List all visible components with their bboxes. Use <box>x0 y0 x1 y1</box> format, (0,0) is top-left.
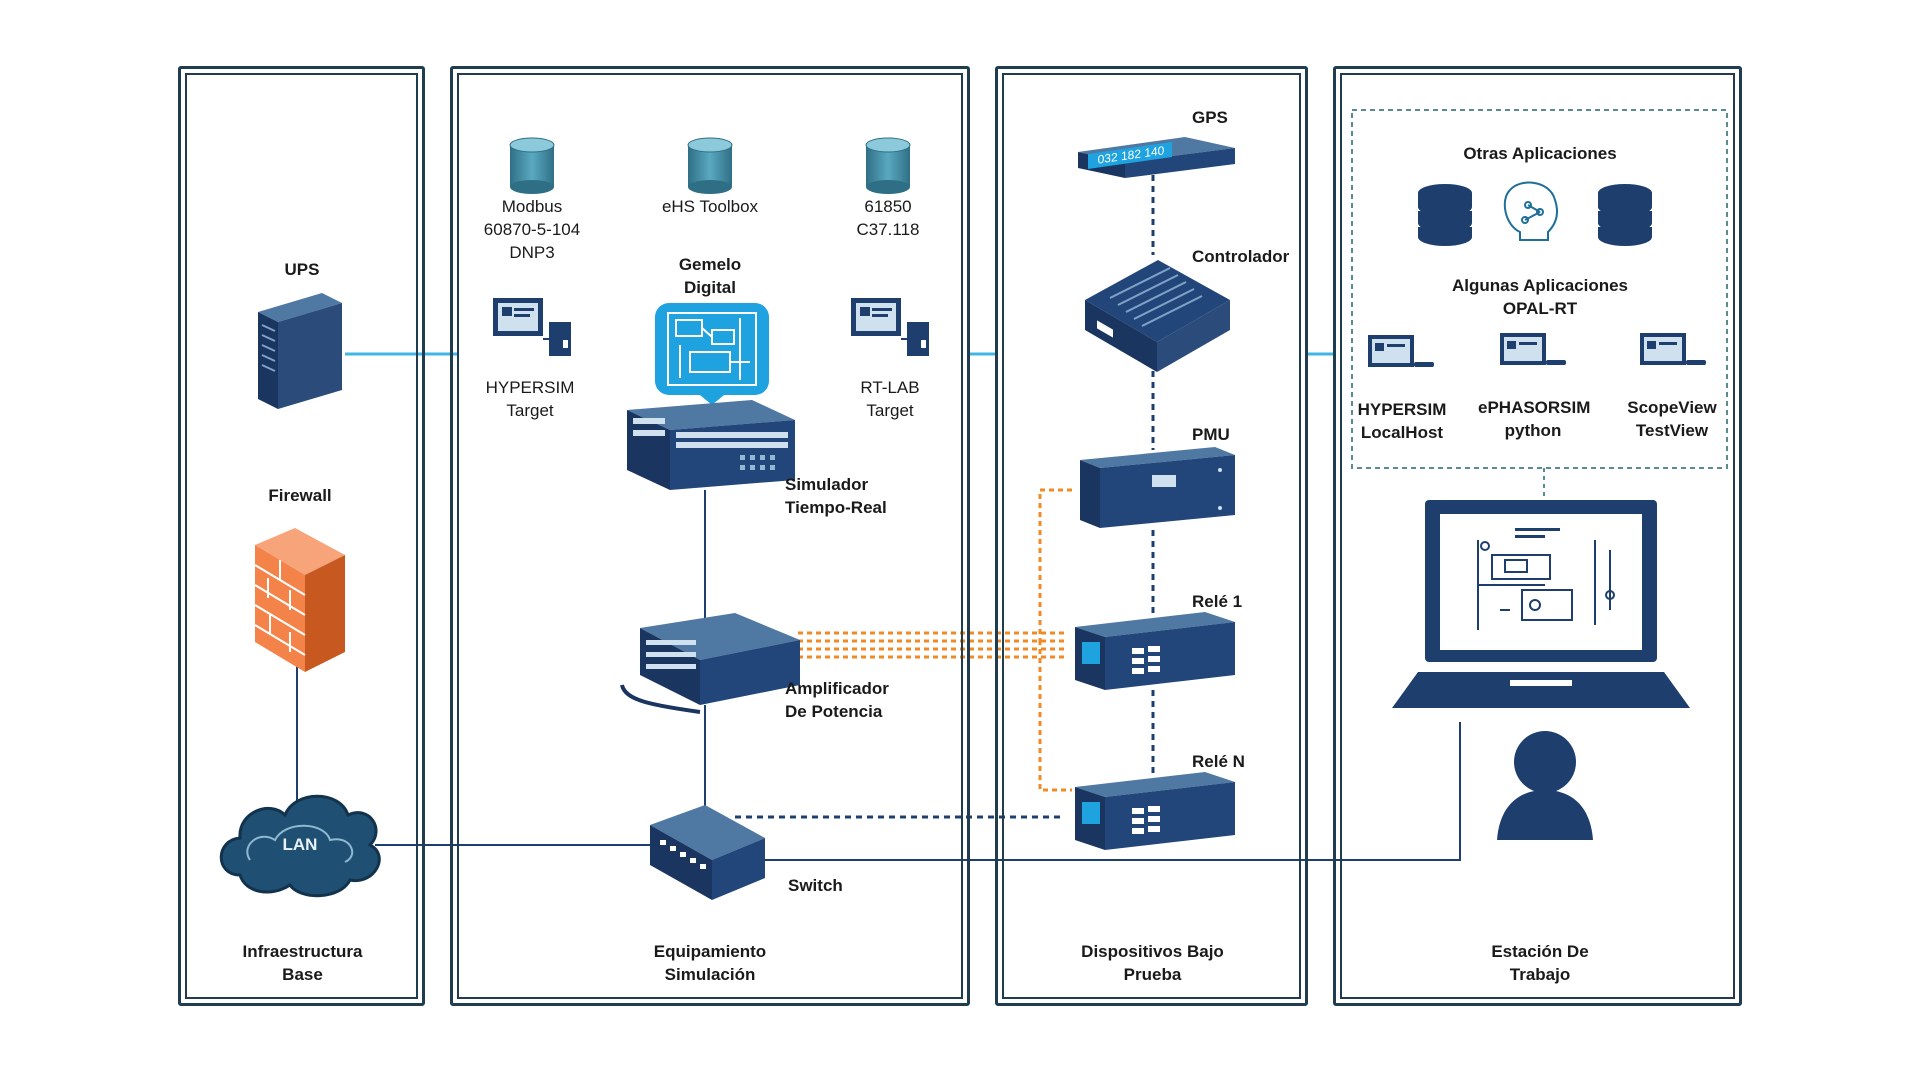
label-pmu: PMU <box>1192 425 1230 444</box>
pmu-icon <box>1080 447 1235 528</box>
label-amplificador: Amplificador De Potencia <box>785 679 889 721</box>
label-lan: LAN <box>282 835 318 854</box>
panel-caption-dut: Dispositivos Bajo Prueba <box>1081 942 1224 984</box>
power-amplifier-icon <box>620 613 800 714</box>
label-app-hypersim: HYPERSIM LocalHost <box>1357 400 1447 442</box>
panel-infraestructura <box>178 66 425 1006</box>
database-stack-icon-1 <box>1418 184 1472 246</box>
panel-estacion <box>1333 66 1742 1006</box>
dashed-links <box>735 175 1155 819</box>
label-gps: GPS <box>1192 108 1228 127</box>
panel-dispositivos <box>995 66 1308 1006</box>
label-rele-n: Relé N <box>1192 752 1245 771</box>
database-icon-3 <box>865 137 911 194</box>
app-icon-scopeview <box>1640 333 1706 365</box>
app-icon-hypersim <box>1368 335 1434 367</box>
label-db-protocols: Modbus 60870-5-104 DNP3 <box>483 197 581 262</box>
database-stack-icon-2 <box>1598 184 1652 246</box>
panel-caption-sim: Equipamiento Simulación <box>653 942 767 984</box>
label-db-standards: 61850 C37.118 <box>856 197 920 239</box>
ups-icon <box>258 293 342 409</box>
switch-icon <box>650 805 765 900</box>
label-hypersim-target: HYPERSIM Target <box>485 378 575 420</box>
rele-n-icon <box>1075 772 1235 850</box>
solid-links <box>296 490 1461 861</box>
label-firewall: Firewall <box>268 486 332 505</box>
firewall-icon <box>254 528 345 672</box>
ai-head-icon <box>1503 181 1558 241</box>
label-app-ephasorsim: ePHASORSIM python <box>1478 398 1591 440</box>
lan-cloud-icon <box>219 794 381 898</box>
panel-equipamiento <box>450 66 970 1006</box>
label-switch: Switch <box>788 876 843 895</box>
analog-links <box>798 488 1072 792</box>
label-gemelo-digital: Gemelo Digital <box>678 255 742 297</box>
link-switch-workstation <box>760 722 1461 861</box>
database-icon-1 <box>509 137 555 194</box>
label-db-ehs: eHS Toolbox <box>661 197 759 216</box>
database-icon-2 <box>687 137 733 194</box>
app-icon-ephasorsim <box>1500 333 1566 365</box>
label-algunas-aplicaciones: Algunas Aplicaciones OPAL-RT <box>1451 276 1629 318</box>
label-ups: UPS <box>284 260 320 279</box>
user-icon <box>1497 731 1593 840</box>
hypersim-target-icon <box>493 298 571 356</box>
label-rele-1: Relé 1 <box>1192 592 1243 611</box>
panel-caption-ws: Estación De Trabajo <box>1491 942 1589 984</box>
digital-twin-icon <box>655 303 769 405</box>
real-time-simulator-icon <box>627 400 795 490</box>
panel-caption-infra: Infraestructura Base <box>242 942 363 984</box>
apps-dashed-box <box>1351 109 1728 469</box>
label-simulador: Simulador Tiempo-Real <box>785 475 887 517</box>
controller-icon <box>1085 260 1230 372</box>
gps-icon <box>1078 137 1235 178</box>
rtlab-target-icon <box>851 298 929 356</box>
label-controlador: Controlador <box>1192 247 1290 266</box>
laptop-icon <box>1392 500 1690 708</box>
label-rtlab-target: RT-LAB Target <box>860 378 920 420</box>
label-app-scopeview: ScopeView TestView <box>1627 398 1717 440</box>
rele-1-icon <box>1075 612 1235 690</box>
label-otras-aplicaciones: Otras Aplicaciones <box>1463 144 1617 163</box>
